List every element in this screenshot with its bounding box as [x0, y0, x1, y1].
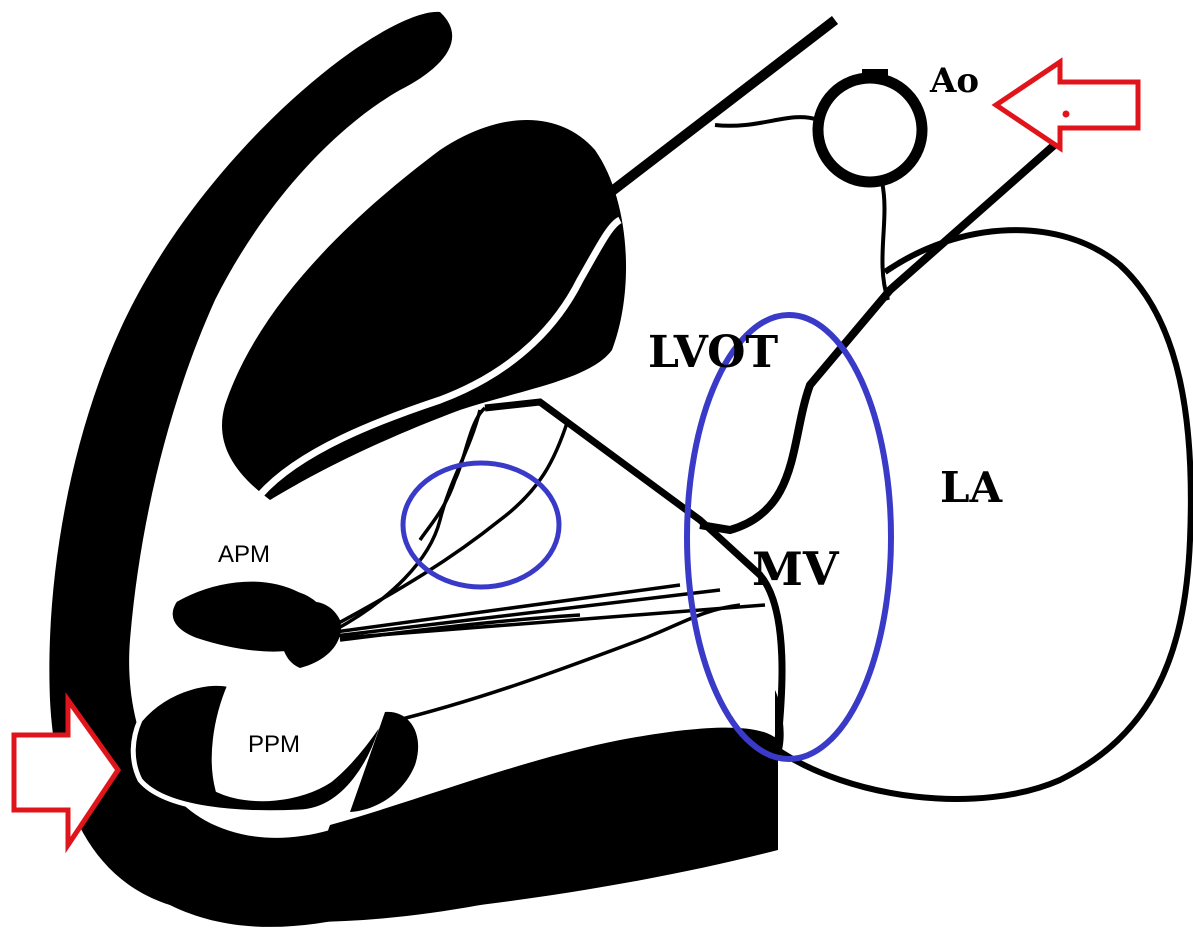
- label-apm: APM: [218, 541, 270, 568]
- label-ppm: PPM: [248, 731, 300, 758]
- label-la: LA: [940, 463, 1004, 512]
- label-mv: MV: [752, 542, 840, 596]
- label-ao: Ao: [929, 61, 979, 101]
- arrow-top-right-dot: [1063, 111, 1070, 118]
- label-lvot: LVOT: [648, 327, 778, 378]
